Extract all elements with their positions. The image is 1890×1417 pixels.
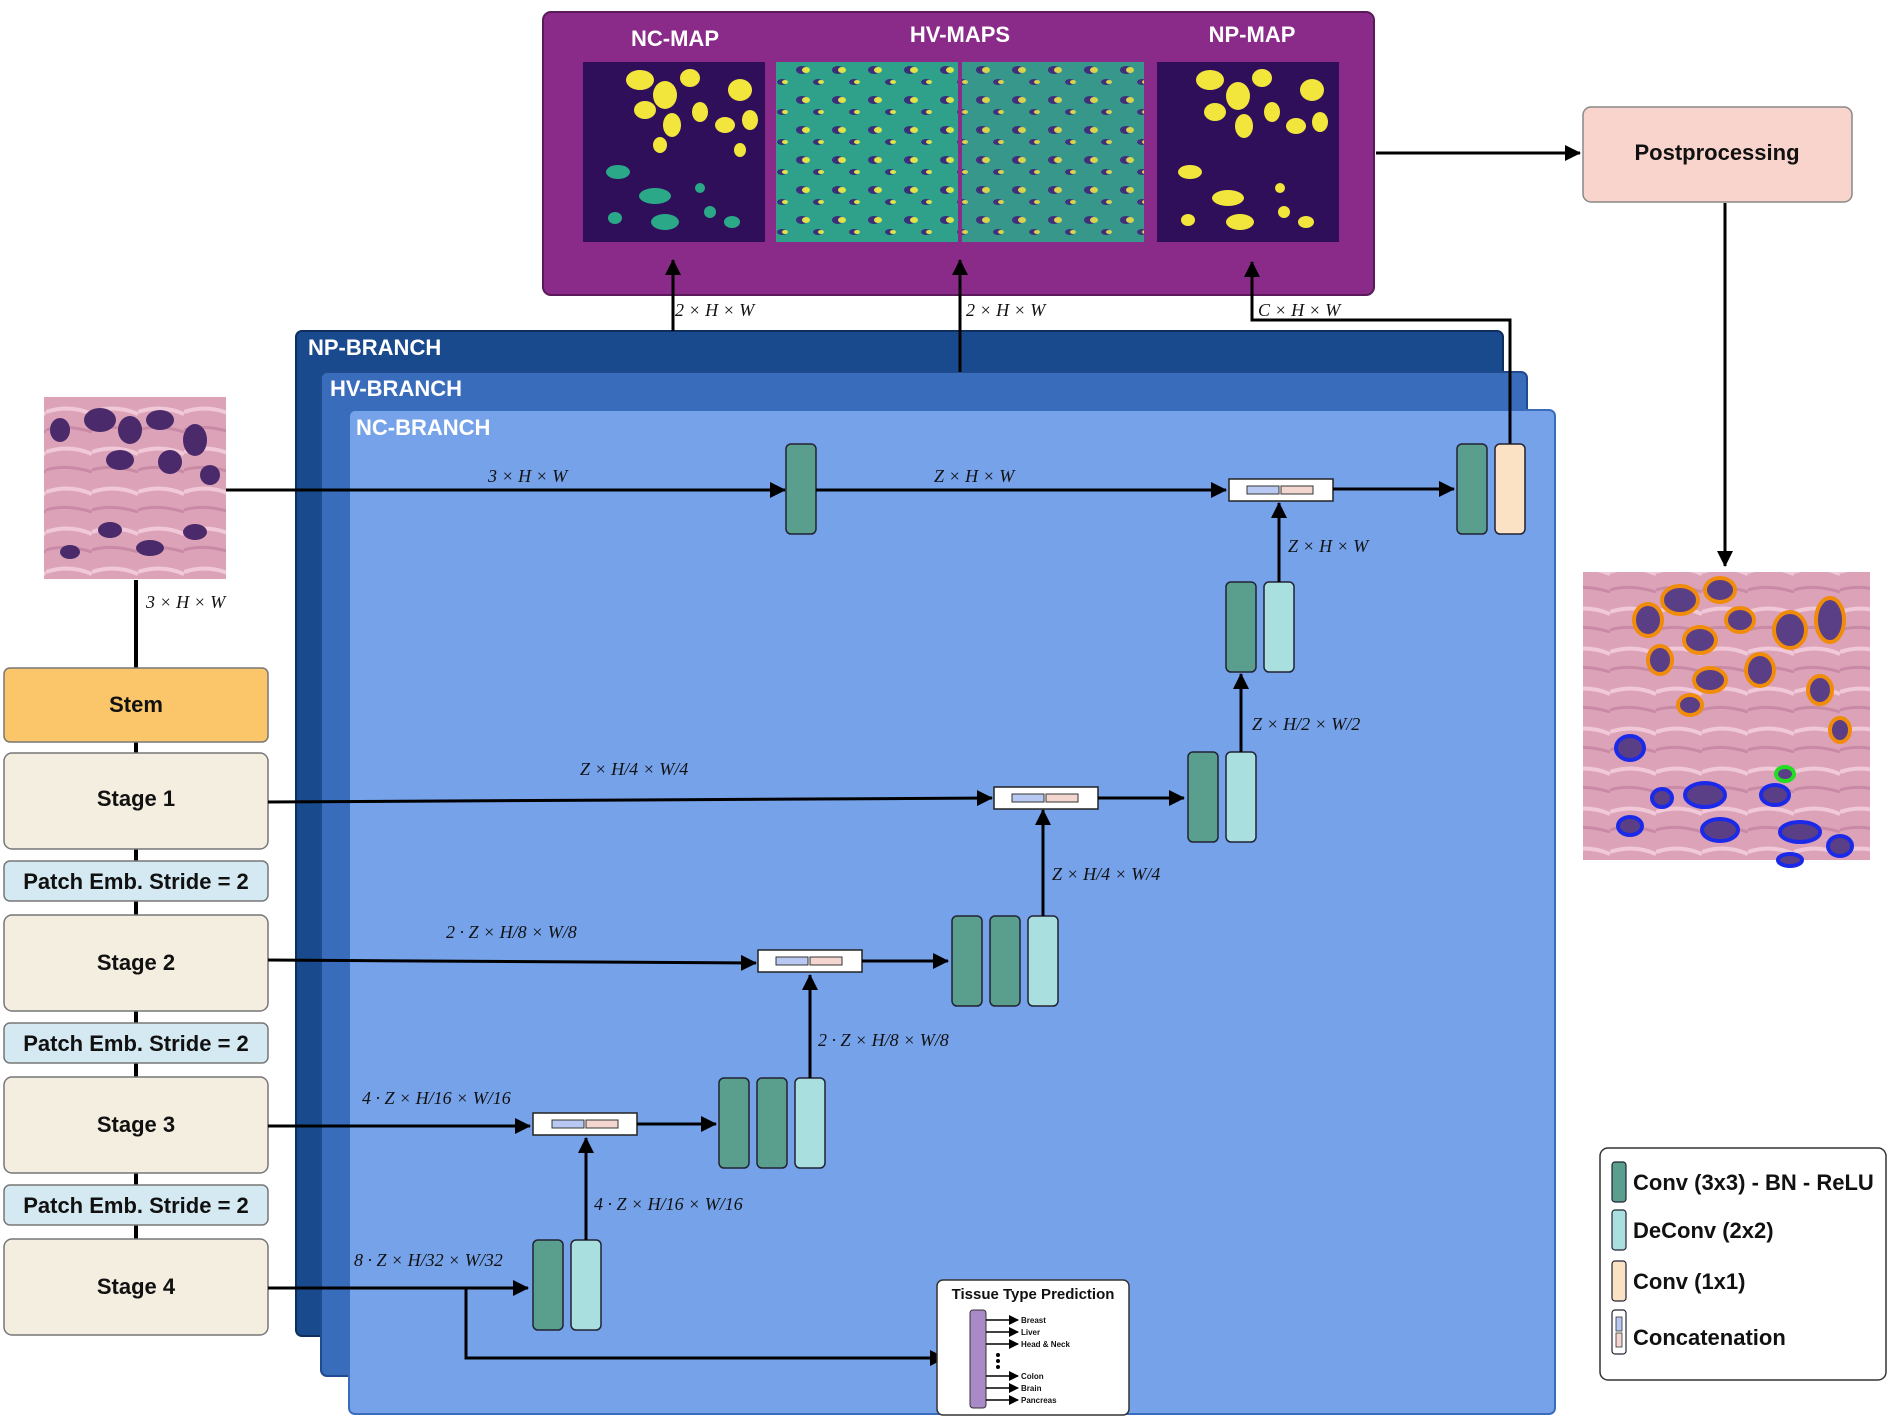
tissue-branch-arrow — [464, 1288, 946, 1366]
segmentation-result-image — [1583, 572, 1870, 868]
tissue-class-2: Head & Neck — [1021, 1340, 1070, 1349]
input-dim: 3 × H × W — [145, 592, 227, 612]
tissue-title: Tissue Type Prediction — [952, 1286, 1115, 1303]
tissue-prediction-box: Tissue Type Prediction Breast Liver Head… — [936, 1279, 1130, 1416]
concat-block-top — [1228, 478, 1334, 502]
conv-block-top — [785, 443, 817, 535]
stage1-box: Stage 1 — [3, 752, 269, 850]
np-map-image — [1157, 62, 1339, 242]
legend-concat-swatch — [1611, 1309, 1627, 1355]
stage3-box: Stage 3 — [3, 1076, 269, 1174]
stem-label: Stem — [109, 692, 163, 717]
up4-dim: 4 · Z × H/16 × W/16 — [594, 1194, 743, 1214]
stage4-label: Stage 4 — [97, 1274, 176, 1299]
hv-maps-label: HV-MAPS — [910, 22, 1010, 47]
np-map-label: NP-MAP — [1209, 22, 1296, 47]
output-panel: NC-MAP HV-MAPS NP-MAP — [542, 11, 1375, 296]
skip4-dim: 8 · Z × H/32 × W/32 — [354, 1250, 503, 1270]
postprocessing-label: Postprocessing — [1634, 140, 1799, 165]
skip2-arrow — [267, 954, 757, 971]
patch-emb-label-2: Patch Emb. Stride = 2 — [23, 1031, 249, 1056]
patch-emb-box-2: Patch Emb. Stride = 2 — [3, 1022, 269, 1064]
nc-map-image — [583, 62, 765, 242]
legend-conv1-label: Conv (1x1) — [1633, 1269, 1745, 1294]
deconv-block-l1 — [1225, 751, 1257, 843]
nc-branch-label: NC-BRANCH — [356, 415, 490, 440]
stage3-label: Stage 3 — [97, 1112, 175, 1137]
stage2-box: Stage 2 — [3, 914, 269, 1012]
out-np-dim: C × H × W — [1258, 300, 1342, 320]
tissue-class-0: Breast — [1021, 1316, 1046, 1325]
nc-branch-panel: NC-BRANCH — [348, 409, 1556, 1415]
deconv-block-l2 — [1027, 915, 1059, 1007]
np-branch-label: NP-BRANCH — [308, 335, 441, 360]
tissue-class-3: Colon — [1021, 1372, 1044, 1381]
legend-conv-swatch — [1611, 1161, 1627, 1203]
legend-conv-label: Conv (3x3) - BN - ReLU — [1633, 1170, 1874, 1195]
hv-branch-label: HV-BRANCH — [330, 376, 462, 401]
up1-dim: Z × H/2 × W/2 — [1252, 714, 1360, 734]
patch-emb-box-3: Patch Emb. Stride = 2 — [3, 1184, 269, 1226]
conv-block-l3a — [718, 1077, 750, 1169]
skip3-dim: 4 · Z × H/16 × W/16 — [362, 1088, 511, 1108]
patch-emb-box-1: Patch Emb. Stride = 2 — [3, 860, 269, 902]
nc-map-label: NC-MAP — [631, 26, 719, 51]
legend-concat-label: Concatenation — [1633, 1325, 1786, 1350]
up2-dim: Z × H/4 × W/4 — [1052, 864, 1160, 884]
patch-emb-label-3: Patch Emb. Stride = 2 — [23, 1193, 249, 1218]
stem-box: Stem — [3, 667, 269, 743]
up3-dim: 2 · Z × H/8 × W/8 — [818, 1030, 949, 1050]
conv-block-l1 — [1187, 751, 1219, 843]
tissue-class-5: Pancreas — [1021, 1396, 1057, 1405]
conv1x1-block-final — [1494, 443, 1526, 535]
tissue-class-4: Brain — [1021, 1384, 1042, 1393]
concat-block-l1 — [993, 786, 1099, 810]
conv-block-final — [1456, 443, 1488, 535]
legend-conv1-swatch — [1611, 1260, 1627, 1302]
concat-block-l3 — [532, 1112, 638, 1136]
conv0-dim: Z × H × W — [934, 466, 1016, 486]
out-nc-dim: 2 × H × W — [675, 300, 756, 320]
stage4-box: Stage 4 — [3, 1238, 269, 1336]
conv-block-l3b — [756, 1077, 788, 1169]
skip2-dim: 2 · Z × H/8 × W/8 — [446, 922, 577, 942]
tissue-class-1: Liver — [1021, 1328, 1040, 1337]
hv-map-vertical-image — [962, 62, 1144, 242]
patch-emb-label-1: Patch Emb. Stride = 2 — [23, 869, 249, 894]
stage2-label: Stage 2 — [97, 950, 175, 975]
skip1-dim: Z × H/4 × W/4 — [580, 759, 688, 779]
conv-block-l4 — [532, 1239, 564, 1331]
deconv-block-l3 — [794, 1077, 826, 1169]
input-tissue-image — [44, 397, 226, 579]
hv-map-horizontal-image — [776, 62, 958, 242]
skip0-dim: 3 × H × W — [487, 466, 569, 486]
up0-dim: Z × H × W — [1288, 536, 1370, 556]
deconv-block-l4 — [570, 1239, 602, 1331]
skip1-arrow — [267, 790, 993, 807]
conv-block-l2b — [989, 915, 1021, 1007]
conv-block-l2a — [951, 915, 983, 1007]
postprocessing-box: Postprocessing — [1582, 106, 1853, 203]
deconv-block-l1b — [1263, 581, 1295, 673]
legend-deconv-swatch — [1611, 1209, 1627, 1251]
stage1-label: Stage 1 — [97, 786, 175, 811]
concat-block-l2 — [757, 949, 863, 973]
np-output-arrow — [1244, 261, 1512, 444]
legend-deconv-label: DeConv (2x2) — [1633, 1218, 1774, 1243]
legend: Conv (3x3) - BN - ReLU DeConv (2x2) Conv… — [1599, 1147, 1887, 1381]
conv-block-l1b — [1225, 581, 1257, 673]
out-hv-dim: 2 × H × W — [966, 300, 1047, 320]
